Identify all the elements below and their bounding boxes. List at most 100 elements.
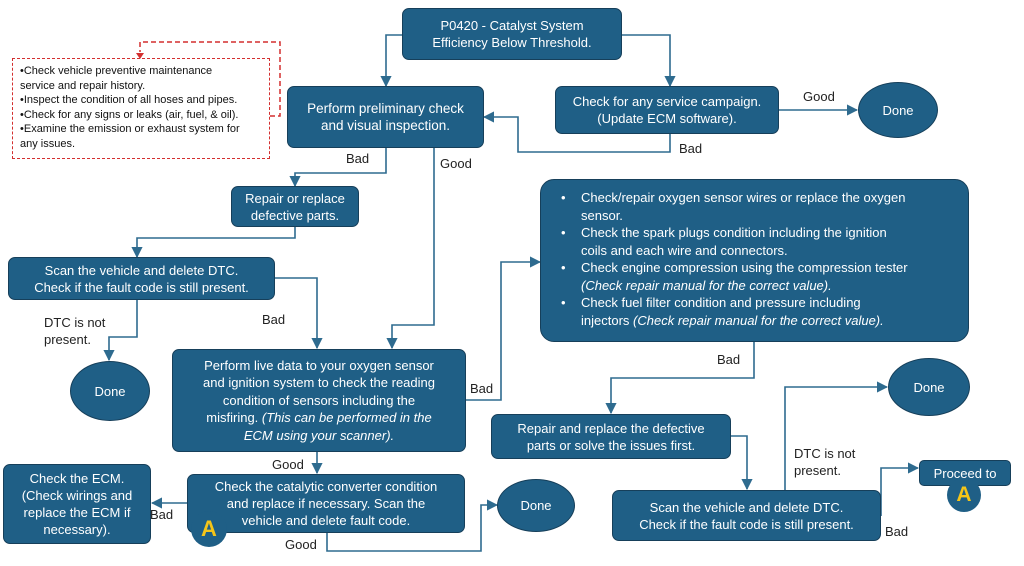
edge-label-good: Good — [440, 156, 472, 171]
edge-label-text: present. — [44, 332, 91, 347]
catalytic-converter-box: Check the catalytic converter condition … — [187, 474, 465, 533]
ecm-line: (Check wirings and — [21, 488, 133, 503]
arrow-preliminary-good-to-live — [386, 148, 435, 350]
arrow-preliminary-bad-to-repair — [289, 148, 387, 188]
arrow-checklist-bad-to-repair — [605, 342, 755, 415]
checklist-note: (Check repair manual for the correct val… — [581, 277, 832, 293]
edge-label-bad: Bad — [346, 151, 370, 166]
connector-a-badge-2: A — [947, 478, 981, 512]
done-node-4: Done — [888, 358, 970, 416]
note-line: •Inspect the condition of all hoses and … — [20, 94, 238, 106]
checklist-item: Check fuel filter condition and pressure… — [559, 294, 956, 329]
repair-issues-box: Repair and replace the defective parts o… — [491, 414, 731, 459]
checklist-text: Check engine compression using the compr… — [581, 260, 908, 275]
repair-issues-line: parts or solve the issues first. — [526, 437, 696, 453]
edge-label-dtc-not-present: DTC is not present. — [794, 445, 855, 479]
checklist-text: injectors — [581, 312, 634, 328]
checklist-item: Check engine compression using the compr… — [559, 259, 956, 294]
checklist-item: Check/repair oxygen sensor wires or repl… — [559, 189, 956, 224]
note-line: •Examine the emission or exhaust system … — [20, 123, 240, 135]
preliminary-check-box: Perform preliminary check and visual ins… — [287, 86, 484, 148]
note-connector — [139, 41, 281, 117]
scan-line: Check if the fault code is still present… — [34, 279, 249, 295]
edge-label-bad: Bad — [885, 524, 909, 539]
live-data-box: Perform live data to your oxygen sensor … — [172, 349, 466, 452]
component-checklist-box: Check/repair oxygen sensor wires or repl… — [540, 179, 969, 342]
proceed-label: Proceed to — [933, 466, 997, 481]
ecm-line: necessary). — [43, 522, 111, 537]
arrow-p0420-to-campaign — [622, 34, 676, 88]
arrow-scan2-to-done — [784, 381, 889, 490]
arrow-scan-dtc-not-to-done — [103, 300, 138, 362]
edge-label-text: DTC is not — [794, 446, 856, 461]
edge-label-good: Good — [803, 89, 835, 104]
campaign-line: Check for any service campaign. — [572, 94, 762, 109]
edge-label-text: present. — [794, 463, 841, 478]
checklist-item: Check the spark plugs condition includin… — [559, 224, 956, 259]
edge-label-bad: Bad — [717, 352, 741, 367]
preliminary-line: Perform preliminary check — [307, 101, 464, 116]
arrow-campaign-bad-to-preliminary — [482, 111, 671, 153]
edge-label-bad: Bad — [679, 141, 703, 156]
scan2-line: Check if the fault code is still present… — [639, 516, 854, 532]
arrow-catalytic-good-to-done — [326, 499, 499, 552]
p0420-line: Efficiency Below Threshold. — [432, 35, 592, 50]
checklist-note: (Check repair manual for the correct val… — [633, 312, 884, 328]
preliminary-checklist-note: •Check vehicle preventive maintenance se… — [12, 58, 270, 159]
scan-delete-dtc-box-2: Scan the vehicle and delete DTC. Check i… — [612, 490, 881, 541]
live-data-note: ECM using your scanner). — [243, 427, 395, 443]
live-data-line: misfiring. (This can be performed in the — [206, 409, 431, 427]
edge-label-bad: Bad — [150, 507, 174, 522]
repair-issues-line: Repair and replace the defective — [517, 420, 705, 436]
live-data-line: Perform live data to your oxygen sensor — [204, 357, 434, 373]
edge-label-good: Good — [285, 537, 317, 552]
done-node-2: Done — [70, 361, 150, 421]
p0420-code-box: P0420 - Catalyst System Efficiency Below… — [402, 8, 622, 60]
repair-line: Repair or replace — [245, 190, 345, 206]
scan-delete-dtc-box: Scan the vehicle and delete DTC. Check i… — [8, 257, 275, 300]
catalytic-line: and replace if necessary. Scan the — [226, 496, 426, 511]
checklist-text: Check fuel filter condition and pressure… — [581, 295, 861, 310]
check-ecm-box: Check the ECM. (Check wirings and replac… — [3, 464, 151, 544]
edge-label-bad: Bad — [262, 312, 286, 327]
p0420-line: P0420 - Catalyst System — [440, 18, 584, 33]
arrow-repair2-to-scan2 — [731, 435, 753, 491]
edge-label-dtc-not-present: DTC is not present. — [44, 314, 105, 348]
arrow-repair-to-scan — [131, 227, 296, 259]
edge-label-text: DTC is not — [44, 315, 106, 330]
live-data-note: (This can be performed in the — [261, 410, 432, 426]
preliminary-line: and visual inspection. — [320, 118, 451, 133]
checklist-text: Check the spark plugs condition includin… — [581, 225, 887, 240]
service-campaign-box: Check for any service campaign. (Update … — [555, 86, 779, 134]
catalytic-line: vehicle and delete fault code. — [241, 513, 411, 528]
checklist-text: Check/repair oxygen sensor wires or repl… — [581, 190, 906, 205]
checklist-text: sensor. — [581, 207, 623, 223]
done-node-3: Done — [497, 479, 575, 532]
campaign-line: (Update ECM software). — [597, 111, 737, 126]
arrow-scan2-bad-to-proceed — [880, 462, 920, 516]
edge-label-good: Good — [272, 457, 304, 472]
note-line: any issues. — [20, 137, 76, 150]
ecm-line: Check the ECM. — [29, 471, 125, 486]
catalytic-line: Check the catalytic converter condition — [214, 479, 438, 494]
checklist-text: coils and each wire and connectors. — [581, 242, 788, 258]
scan-line: Scan the vehicle and delete DTC. — [44, 262, 239, 278]
repair-defective-box: Repair or replace defective parts. — [231, 186, 359, 227]
note-connector-arrowhead — [136, 53, 144, 59]
repair-line: defective parts. — [250, 207, 340, 223]
arrow-p0420-to-preliminary — [380, 34, 402, 88]
done-node-1: Done — [858, 82, 938, 138]
note-line: •Check for any signs or leaks (air, fuel… — [20, 108, 239, 121]
ecm-line: replace the ECM if — [23, 505, 131, 520]
edge-label-bad: Bad — [470, 381, 494, 396]
note-line: service and repair history. — [20, 79, 146, 92]
arrow-live-bad-to-checklist — [466, 256, 542, 401]
live-data-text: misfiring. — [206, 410, 262, 426]
arrow-scan-bad-to-live — [275, 277, 323, 350]
live-data-line: condition of sensors including the — [222, 392, 416, 408]
connector-a-badge: A — [191, 511, 227, 547]
live-data-line: and ignition system to check the reading — [203, 375, 435, 391]
note-line: •Check vehicle preventive maintenance — [20, 65, 213, 77]
scan2-line: Scan the vehicle and delete DTC. — [649, 499, 844, 515]
